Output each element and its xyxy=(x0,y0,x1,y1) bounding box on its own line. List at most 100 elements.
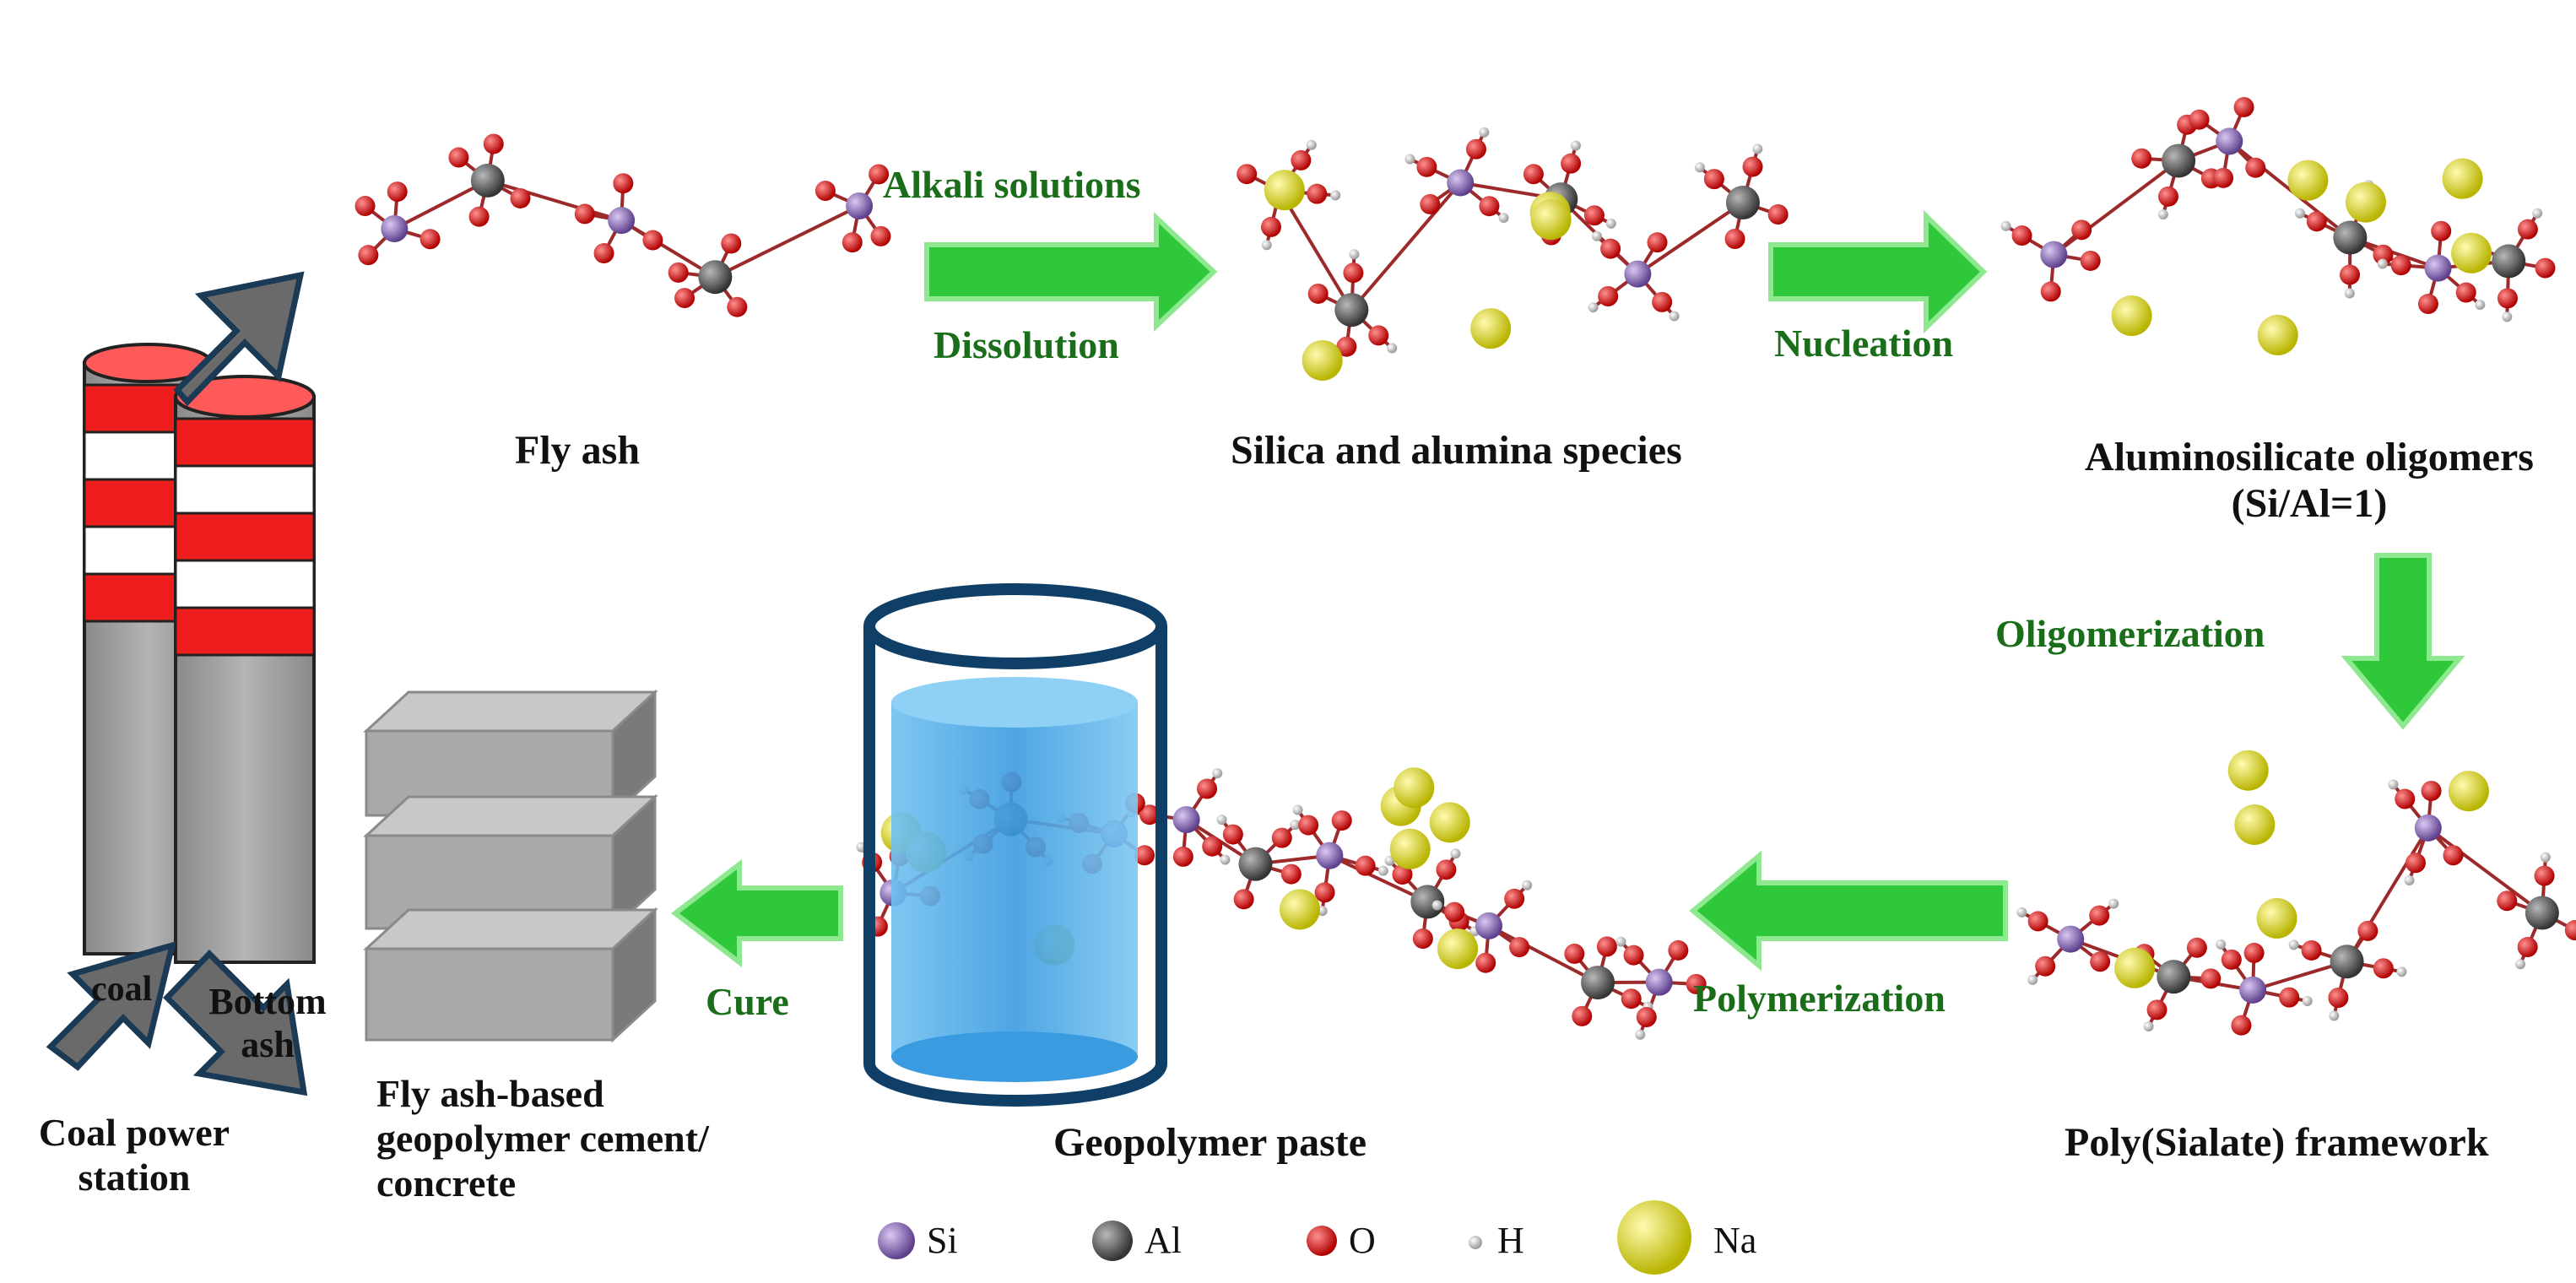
oxygen-atom xyxy=(2279,987,2300,1008)
oxygen-atom xyxy=(1523,164,1544,185)
oxygen-atom xyxy=(2221,949,2242,970)
oxygen-atom xyxy=(358,245,379,266)
oxygen-atom xyxy=(1668,939,1689,961)
bond xyxy=(1488,924,1599,984)
oxygen-atom xyxy=(2186,937,2207,958)
hydrogen-atom xyxy=(2475,299,2486,310)
bond xyxy=(487,178,622,223)
bond xyxy=(1329,853,1429,904)
oxygen-atom xyxy=(1343,263,1364,284)
aluminium-atom xyxy=(1581,966,1615,1000)
bond xyxy=(2427,826,2544,915)
oxygen-atom xyxy=(1724,228,1745,249)
oxygen-atom xyxy=(468,206,490,227)
oxygen-atom xyxy=(1504,888,1525,909)
oxygen-atom xyxy=(2231,1015,2252,1036)
oxygen-atom xyxy=(727,296,748,317)
bond xyxy=(1278,190,1354,311)
hydrogen-atom xyxy=(1220,854,1231,865)
oxygen-atom xyxy=(2395,788,2416,809)
label-oligomers-line2: (Si/Al=1) xyxy=(2231,481,2388,527)
oxygen-atom xyxy=(1307,183,1328,204)
beaker-illustration xyxy=(863,583,1167,1107)
aluminium-atom xyxy=(2330,945,2364,979)
oxygen-atom xyxy=(354,196,376,217)
oxygen-atom xyxy=(1465,138,1486,160)
dissolution-arrow xyxy=(924,212,1218,332)
label-aluminosilicate-oligomers: Aluminosilicate oligomers (Si/Al=1) xyxy=(2056,434,2562,527)
oxygen-atom xyxy=(668,262,689,283)
hydrogen-atom xyxy=(2016,907,2027,918)
oxygen-atom xyxy=(1742,156,1763,177)
polymerization-arrow xyxy=(1689,850,2008,972)
hydrogen-atom xyxy=(1290,820,1301,831)
oxygen-atom xyxy=(1233,889,1254,910)
label-geopolymer-product: Fly ash-based geopolymer cement/ concret… xyxy=(376,1072,709,1206)
silicon-atom xyxy=(846,192,874,219)
hydrogen-atom xyxy=(1615,936,1626,947)
oxygen-atom xyxy=(842,232,863,253)
label-bottom-ash-line1: Bottom xyxy=(208,981,327,1022)
hydrogen-atom xyxy=(1605,218,1616,229)
oxygen-atom xyxy=(1392,863,1413,885)
oxygen-atom xyxy=(1412,928,1433,950)
hydrogen-atom xyxy=(1377,865,1388,876)
hydrogen-atom xyxy=(1404,154,1415,165)
hydrogen-atom xyxy=(2388,779,2399,790)
oxygen-atom xyxy=(2131,148,2152,169)
hydrogen-atom xyxy=(1752,143,1763,154)
bond xyxy=(393,179,489,230)
oxygen-atom xyxy=(1479,196,1500,217)
oxygen-atom xyxy=(2200,968,2222,989)
bond xyxy=(714,204,860,279)
sodium-atom xyxy=(2227,750,2269,791)
hydrogen-atom xyxy=(2344,288,2355,299)
oxygen-atom xyxy=(1336,336,1357,357)
hydrogen-atom xyxy=(1387,343,1398,354)
oxygen-atom xyxy=(721,233,742,254)
aluminium-atom xyxy=(2492,244,2526,279)
nucleation-arrow xyxy=(1768,209,1988,334)
hydrogen-atom xyxy=(2515,959,2526,970)
oxygen-atom xyxy=(2535,257,2556,279)
legend-label-na: Na xyxy=(1713,1220,1757,1261)
oxygen-atom xyxy=(387,181,408,203)
sodium-atom xyxy=(1302,339,1343,381)
label-geopolymer-paste: Geopolymer paste xyxy=(1053,1120,1367,1165)
oxygen-atom xyxy=(642,230,663,251)
silicon-atom xyxy=(1316,842,1344,869)
legend-o-swatch xyxy=(1307,1226,1337,1256)
silicon-atom xyxy=(1447,169,1475,197)
hydrogen-atom xyxy=(1431,900,1442,911)
oxygen-atom xyxy=(1636,1007,1657,1028)
oxygen-atom xyxy=(1314,882,1335,903)
label-power-station-line2: station xyxy=(78,1155,191,1199)
oxygen-atom xyxy=(2405,853,2426,874)
hydrogen-atom xyxy=(2288,939,2299,950)
sodium-atom xyxy=(1264,170,1305,211)
oxygen-atom xyxy=(2089,905,2110,926)
oxygen-atom xyxy=(1444,901,1465,923)
hydrogen-atom xyxy=(2502,311,2513,322)
legend-label-si: Si xyxy=(927,1220,958,1261)
hydrogen-atom xyxy=(2329,1010,2340,1021)
label-poly-sialate-framework: Poly(Sialate) framework xyxy=(2065,1120,2489,1165)
oxygen-atom xyxy=(1436,859,1457,880)
oxygen-atom xyxy=(2306,211,2327,232)
aluminium-atom xyxy=(2162,143,2196,178)
sodium-atom xyxy=(2287,160,2329,201)
oxygen-atom xyxy=(1368,325,1389,346)
hydrogen-atom xyxy=(2377,258,2388,269)
sodium-atom xyxy=(2256,897,2297,939)
oxygen-atom xyxy=(2417,294,2438,315)
sodium-atom xyxy=(1280,889,1321,930)
hydrogen-atom xyxy=(2216,939,2227,950)
hydrogen-atom xyxy=(1330,190,1341,201)
oxygen-atom xyxy=(2534,865,2555,886)
oxygen-atom xyxy=(1475,952,1496,973)
oxygen-atom xyxy=(1197,778,1218,799)
hydrogen-atom xyxy=(2108,898,2119,909)
oxygen-atom xyxy=(1647,232,1668,253)
aluminium-atom xyxy=(698,260,733,295)
oxygen-atom xyxy=(1355,855,1376,876)
